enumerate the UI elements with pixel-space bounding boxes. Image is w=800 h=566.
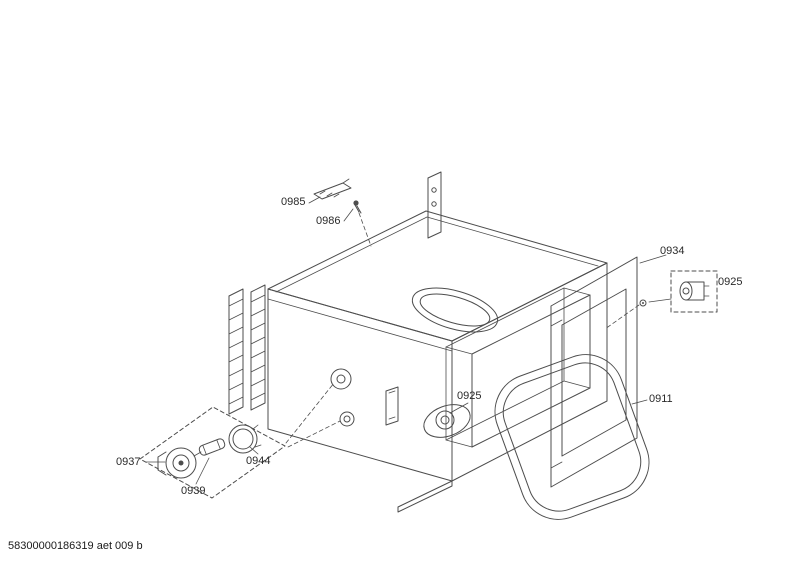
screw-0986-drawing bbox=[353, 200, 362, 214]
door-gasket-drawing bbox=[494, 354, 650, 520]
part-label-0939: 0939 bbox=[181, 485, 206, 497]
part-label-0911: 0911 bbox=[649, 393, 673, 405]
lamp-bulb-drawing bbox=[198, 438, 226, 456]
lamp-socket-drawing bbox=[157, 447, 202, 479]
part-label-0925-boss: 0925 bbox=[457, 390, 482, 402]
bracket-0985-drawing bbox=[313, 178, 352, 200]
part-label-0934: 0934 bbox=[660, 245, 685, 257]
fan-boss-drawing bbox=[423, 404, 471, 438]
fan-motor-drawing bbox=[670, 270, 718, 313]
part-label-0986: 0986 bbox=[316, 215, 341, 227]
part-label-0944: 0944 bbox=[246, 455, 271, 467]
rear-frame-drawing bbox=[550, 256, 638, 488]
lamp-cover-drawing bbox=[228, 424, 262, 454]
alignment-lines bbox=[285, 212, 640, 448]
lamp-hole-openings bbox=[330, 368, 355, 427]
dashed-enclosure-box bbox=[139, 406, 286, 499]
part-label-0937: 0937 bbox=[116, 456, 141, 468]
part-label-0925-motor: 0925 bbox=[718, 276, 743, 288]
screw-0925-drawing bbox=[639, 299, 647, 307]
insulation-panel-drawing bbox=[228, 284, 266, 415]
lamp-assembly-drawing bbox=[139, 406, 286, 499]
dashed-enclosure-box bbox=[670, 270, 718, 313]
part-label-0985: 0985 bbox=[281, 196, 306, 208]
leader-lines bbox=[145, 196, 672, 485]
document-code: 58300000186319 aet 009 b bbox=[8, 540, 143, 552]
top-oval-opening bbox=[411, 287, 499, 333]
